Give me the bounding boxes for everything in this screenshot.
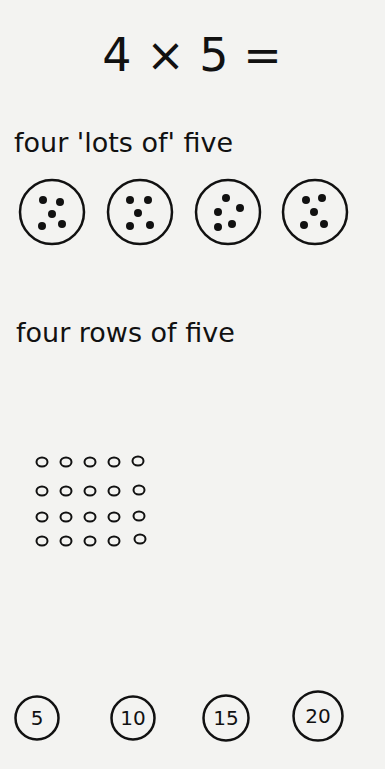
plate-circle <box>20 180 84 244</box>
dot <box>38 222 46 230</box>
plate-circle <box>283 180 347 244</box>
count-number: 20 <box>305 706 330 726</box>
dot-array <box>37 457 146 546</box>
dot <box>56 198 64 206</box>
dot <box>144 196 152 204</box>
dot <box>214 208 222 216</box>
array-dot <box>85 537 96 546</box>
dot <box>146 221 154 229</box>
array-dot <box>37 487 48 496</box>
dot <box>134 209 142 217</box>
array-dot <box>37 458 48 467</box>
circle-stroke <box>204 696 249 741</box>
array-dot <box>85 458 96 467</box>
dot <box>318 194 326 202</box>
dot <box>236 204 244 212</box>
array-dot <box>134 486 145 495</box>
array-dot <box>61 513 72 522</box>
array-dot <box>134 512 145 521</box>
array-dot <box>61 487 72 496</box>
dot <box>228 220 236 228</box>
array-dot <box>61 537 72 546</box>
dot <box>222 194 230 202</box>
array-dot <box>37 537 48 546</box>
array-dot <box>109 458 120 467</box>
plate-group <box>20 180 347 244</box>
count-circle: 5 <box>14 695 60 741</box>
array-dot <box>133 457 144 466</box>
dot <box>48 210 56 218</box>
dot <box>39 196 47 204</box>
dot <box>58 220 66 228</box>
array-dot <box>109 513 120 522</box>
array-dot <box>109 487 120 496</box>
circle-stroke <box>294 692 343 741</box>
dot <box>126 222 134 230</box>
count-number: 10 <box>120 708 145 728</box>
dot <box>302 196 310 204</box>
array-dot <box>109 537 120 546</box>
dot <box>310 208 318 216</box>
array-dot <box>61 458 72 467</box>
plate-circle <box>196 180 260 244</box>
dot <box>320 220 328 228</box>
array-dot <box>135 535 146 544</box>
plate-circle <box>108 180 172 244</box>
count-number: 15 <box>213 708 238 728</box>
handwritten-label: four 'lots of' five <box>14 128 233 158</box>
dot <box>126 196 134 204</box>
count-circle: 15 <box>202 694 250 742</box>
circle-stroke <box>112 697 155 740</box>
array-dot <box>85 513 96 522</box>
count-number: 5 <box>31 708 44 728</box>
plate-dots <box>38 194 328 231</box>
dot <box>214 223 222 231</box>
dot <box>300 221 308 229</box>
array-dot <box>37 513 48 522</box>
count-circle: 10 <box>110 695 156 741</box>
handwritten-label: four rows of five <box>16 318 235 348</box>
equation-title: 4 × 5 = <box>102 30 282 81</box>
circle-stroke <box>16 697 59 740</box>
array-dot <box>85 487 96 496</box>
count-circle: 20 <box>292 690 344 742</box>
